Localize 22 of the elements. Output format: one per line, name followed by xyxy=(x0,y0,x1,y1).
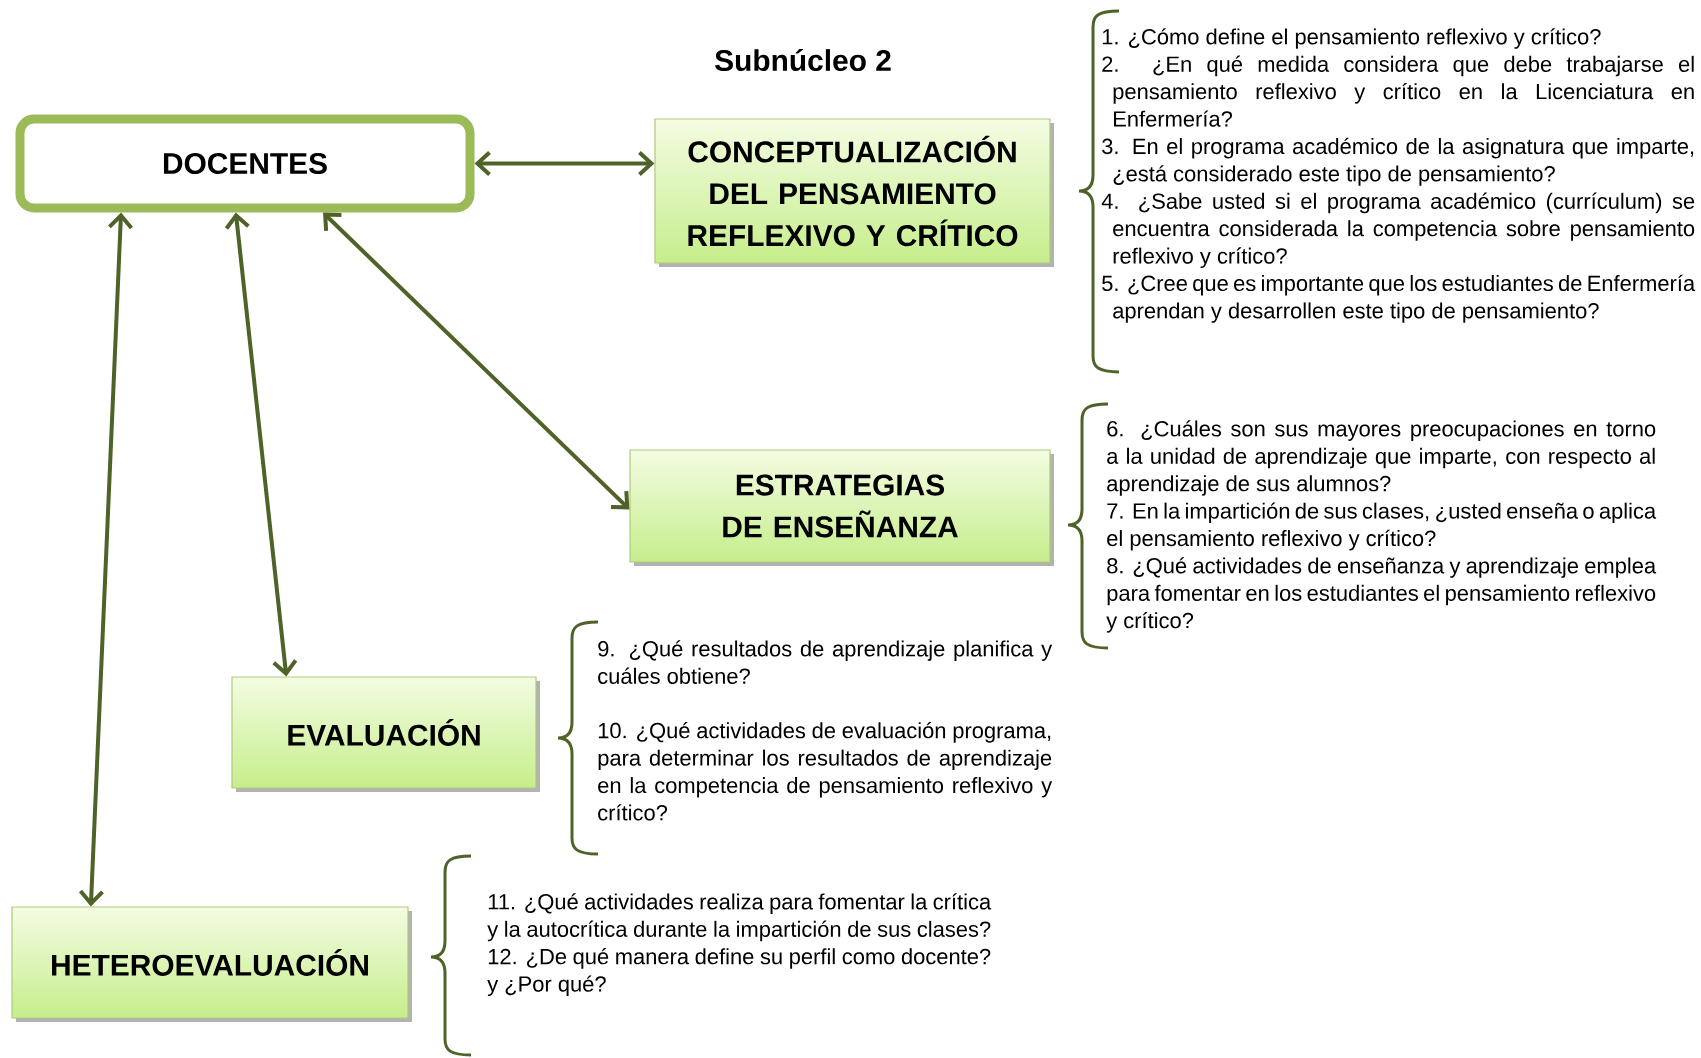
arrow xyxy=(474,151,655,176)
question-text: 6. ¿Cuáles son sus mayores preocupaciones en torno a la unidad de aprendizaje que imparte, con respecto al aprendizaje de sus alumnos? xyxy=(1107,420,1656,496)
question-text: 3. En el programa académico de la asignatura que imparte, ¿está considerado este tipo de pensamiento? xyxy=(1102,137,1694,186)
title: Subnúcleo 2 xyxy=(715,48,891,72)
question-text: 4. ¿Sabe usted si el programa académico (currículum) se encuentra considerada la competencia sobre pensamiento reflexivo y crítico? xyxy=(1101,192,1695,269)
question-text: 12. ¿De qué manera define su perfil como docente? y ¿Por qué? xyxy=(487,948,991,997)
question-text: 5. ¿Cree que es importante que los estudiantes de Enfermería aprendan y desarrollen este tipo de pensamiento? xyxy=(1102,274,1696,323)
question-text: 7. En la impartición de sus clases, ¿usted enseña o aplica el pensamiento reflexivo y crítico? xyxy=(1107,502,1657,551)
rounded-box: DOCENTES xyxy=(15,114,475,213)
topic-box: EVALUACIÓN xyxy=(231,676,540,792)
arrow xyxy=(224,212,298,677)
arrow xyxy=(323,212,630,510)
topic-box: CONCEPTUALIZACIÓN DEL PENSAMIENTO REFLEXIVO Y CRÍTICO xyxy=(654,118,1054,267)
question-text: 1. ¿Cómo define el pensamiento reflexivo y crítico? xyxy=(1102,28,1601,49)
question-text: 8. ¿Qué actividades de enseñanza y aprendizaje emplea para fomentar en los estudiantes el pensamiento reflexivo y crítico? xyxy=(1106,557,1657,633)
topic-box: ESTRATEGIAS DE ENSEÑANZA xyxy=(629,449,1054,566)
question-text: 2. ¿En qué medida considera que debe trabajarse el pensamiento reflexivo y crítico en la Licenciatura en Enfermería? xyxy=(1102,55,1694,127)
topic-box: HETEROEVALUACIÓN xyxy=(11,906,412,1022)
question-text: 9. ¿Qué resultados de aprendizaje planifica y cuáles obtiene? xyxy=(598,640,1053,684)
question-text: 11. ¿Qué actividades realiza para fomentar la crítica y la autocrítica durante la impartición de sus clases? xyxy=(487,893,992,942)
arrow xyxy=(78,212,133,907)
question-text: 10. ¿Qué actividades de evaluación programa, para determinar los resultados de aprendizaje en la competencia de pensamiento reflexivo y crítico? xyxy=(598,722,1053,821)
